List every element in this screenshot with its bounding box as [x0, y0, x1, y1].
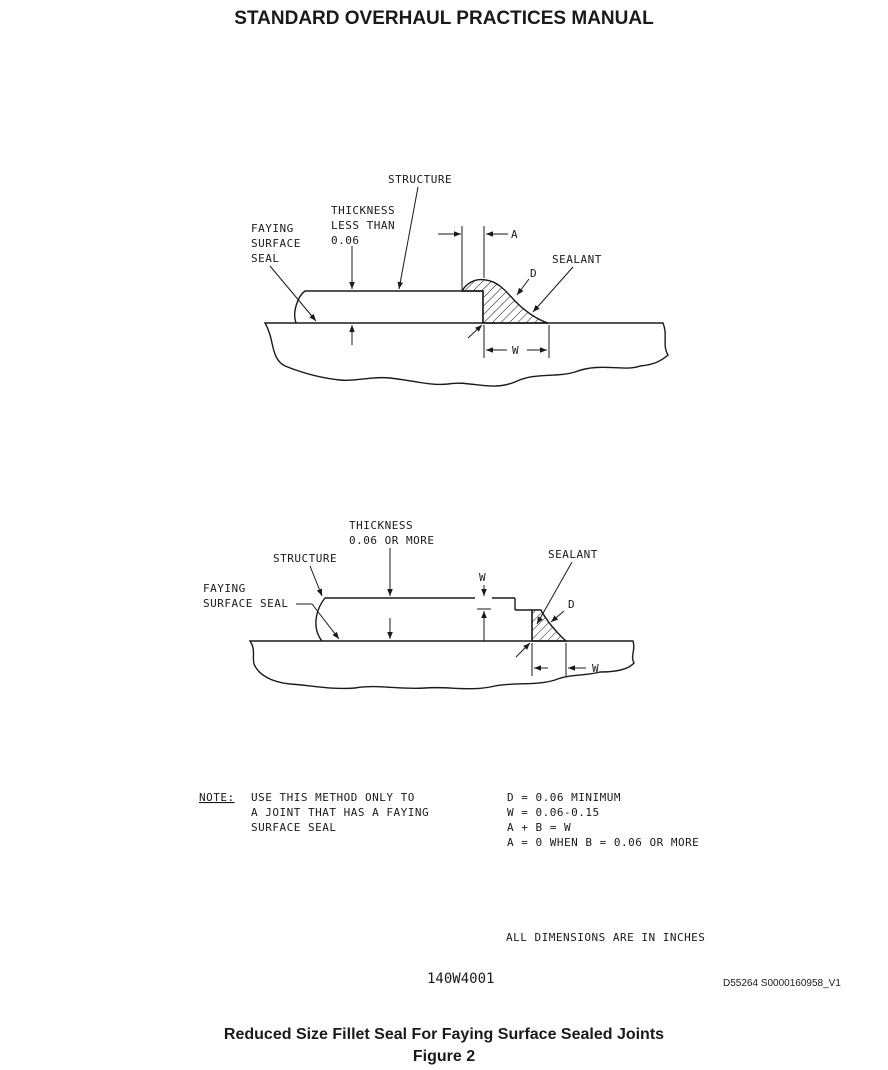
base-plate [263, 322, 669, 387]
faying-label-line3: SEAL [251, 252, 280, 265]
thickness-label-line3: 0.06 [331, 234, 360, 247]
thickness-label-line1: THICKNESS [331, 204, 395, 217]
spec-line1: D = 0.06 MINIMUM [507, 791, 621, 804]
dim-w-top-label: W [479, 571, 486, 584]
units-note: ALL DIMENSIONS ARE IN INCHES [506, 931, 705, 944]
upper-structure [294, 290, 484, 324]
sealant-fillet-2 [531, 609, 568, 642]
spec-line4: A = 0 WHEN B = 0.06 OR MORE [507, 836, 699, 849]
thickness2-label-line1: THICKNESS [349, 519, 413, 532]
sealant-fillet [460, 278, 549, 324]
diagram-thick-structure: THICKNESS 0.06 OR MORE STRUCTURE FAYING … [203, 519, 635, 690]
spec-line3: A + B = W [507, 821, 571, 834]
diagram-thin-structure: STRUCTURE THICKNESS LESS THAN 0.06 FAYIN… [251, 173, 669, 387]
sealant2-label: SEALANT [548, 548, 598, 561]
dim-a-label: A [511, 228, 518, 241]
faying-label-line2: SURFACE [251, 237, 301, 250]
figure-caption: Reduced Size Fillet Seal For Faying Surf… [223, 1026, 665, 1043]
thickness2-label-line2: 0.06 OR MORE [349, 534, 434, 547]
faying-label-line1: FAYING [251, 222, 294, 235]
dim-w-label: W [512, 344, 519, 357]
note-line1: USE THIS METHOD ONLY TO [251, 791, 415, 804]
faying2-label-line2: SURFACE SEAL [203, 597, 288, 610]
figure-number: Figure 2 [412, 1048, 476, 1065]
note-label: NOTE: [199, 791, 235, 804]
figure-code: 140W4001 [427, 971, 494, 987]
dim-d-label: D [530, 267, 537, 280]
reference-code: D55264 S0000160958_V1 [723, 978, 841, 989]
dim-d2-label: D [568, 598, 575, 611]
structure-label: STRUCTURE [388, 173, 452, 186]
faying2-label-line1: FAYING [203, 582, 246, 595]
note-line3: SURFACE SEAL [251, 821, 336, 834]
structure2-label: STRUCTURE [273, 552, 337, 565]
dim-w2-label: W [592, 662, 599, 675]
manual-title: STANDARD OVERHAUL PRACTICES MANUAL [234, 8, 654, 29]
notes-block: NOTE: USE THIS METHOD ONLY TO A JOINT TH… [199, 791, 705, 944]
upper-structure-2 [315, 597, 475, 642]
base-plate-2 [248, 640, 635, 690]
sealant-label: SEALANT [552, 253, 602, 266]
thickness-label-line2: LESS THAN [331, 219, 395, 232]
spec-line2: W = 0.06-0.15 [507, 806, 600, 819]
note-line2: A JOINT THAT HAS A FAYING [251, 806, 429, 819]
